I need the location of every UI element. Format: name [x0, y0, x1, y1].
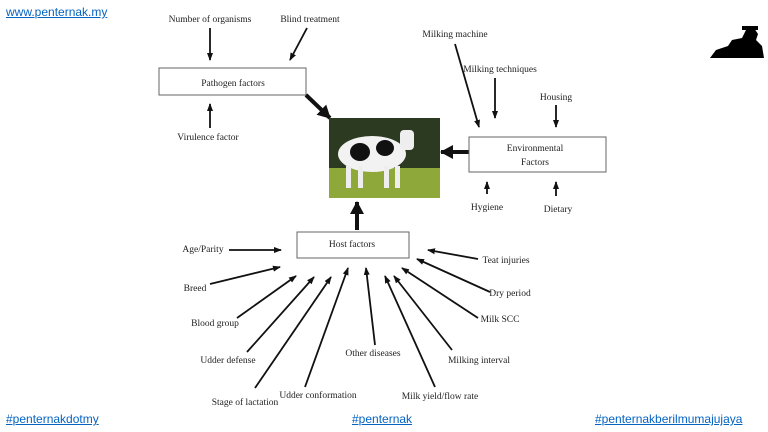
label-virulence-factor: Virulence factor [177, 132, 239, 143]
label-number-of-organisms: Number of organisms [169, 14, 252, 25]
label-milking-techniques: Milking techniques [463, 65, 537, 75]
label-blind-treatment: Blind treatment [280, 15, 340, 25]
label-udder-defense: Udder defense [200, 355, 255, 366]
host-factors-label: Host factors [329, 239, 375, 250]
label-milking-machine: Milking machine [422, 30, 487, 40]
label-milking-interval: Milking interval [448, 356, 510, 366]
website-link[interactable]: www.penternak.my [6, 5, 108, 19]
thick-arrows [304, 93, 469, 230]
label-other-diseases: Other diseases [345, 349, 400, 359]
hashtag-penternak[interactable]: #penternak [352, 412, 413, 426]
label-dietary: Dietary [544, 205, 573, 215]
environmental-factors-label-line2: Factors [521, 158, 549, 168]
label-milk-scc: Milk SCC [481, 315, 520, 325]
hashtag-penternakdotmy[interactable]: #penternakdotmy [6, 412, 99, 426]
logo-silhouette [710, 26, 764, 58]
label-housing: Housing [540, 93, 572, 103]
label-hygiene: Hygiene [471, 203, 503, 213]
label-age-parity: Age/Parity [182, 245, 223, 255]
pathogen-factors-label: Pathogen factors [201, 78, 265, 89]
label-breed: Breed [184, 284, 207, 294]
label-udder-conformation: Udder conformation [279, 390, 357, 401]
cow-image [329, 118, 440, 198]
label-teat-injuries: Teat injuries [482, 256, 529, 266]
host-factors-box [296, 231, 410, 259]
pathogen-factors-box [158, 67, 307, 96]
environmental-factors-label-line1: Environmental [507, 144, 564, 154]
label-milk-yield-flow-rate: Milk yield/flow rate [402, 391, 479, 402]
label-dry-period: Dry period [489, 289, 531, 299]
arrows [207, 27, 559, 389]
hashtag-penternakberilmumajujaya[interactable]: #penternakberilmumajujaya [595, 412, 743, 426]
environmental-factors-box [468, 136, 607, 173]
label-stage-of-lactation: Stage of lactation [212, 397, 279, 408]
label-blood-group: Blood group [191, 319, 239, 329]
